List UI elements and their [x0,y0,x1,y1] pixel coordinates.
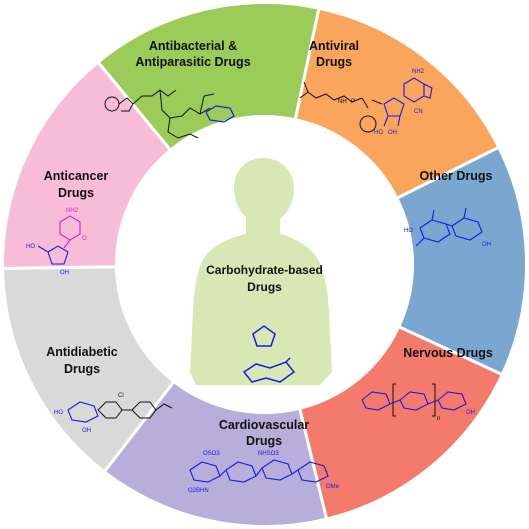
anticancer-o-label: O [82,236,87,242]
anticancer-oh-label: OH [60,270,69,276]
nervous-drugs-molecule [361,391,467,411]
nervous-n-label: n [437,416,440,422]
other-drugs-atom-labels: HO OH [404,228,491,248]
antibacterial-molecule [104,89,215,139]
antiviral-nh2-label: NH2 [412,69,425,75]
antibacterial-sugar-ring [205,105,235,123]
pyranose-ring-icon [242,357,296,383]
nervous-brackets [392,383,436,417]
anticancer-nh2-label: NH2 [66,208,79,214]
antidiabetic-cl-label: Cl [118,393,124,399]
label-anticancer-line1: Anticancer [44,169,109,183]
cardio-o2bhn-label: O2BHN [188,488,209,494]
center-title-line2: Drugs [247,280,282,294]
cardio-nhso3-label: NHSO3 [258,451,279,457]
antidiabetic-ho-label: HO [54,410,63,416]
furanose-ring-icon [252,325,276,347]
label-antidiabetic-line1: Antidiabetic [46,345,118,359]
label-other-line1: Other Drugs [420,169,493,183]
antiviral-oh-label: OH [388,130,397,136]
antiviral-cn-label: CN [414,109,423,115]
center-title-line1: Carbohydrate-based [206,263,323,277]
antiviral-atom-labels: NH2 P NH CN OH HO [338,69,425,136]
antiviral-molecule [299,81,383,133]
cardio-ome-label: OMe [326,484,340,490]
antiviral-p-label: P [351,99,355,105]
label-antibacterial-line2: Antiparasitic Drugs [135,55,250,69]
label-cardiovascular-line1: Cardiovascular [219,418,309,432]
label-anticancer-line2: Drugs [58,186,94,200]
label-antiviral-line2: Drugs [316,55,352,69]
human-silhouette [190,158,332,385]
nervous-oh-label: OH [466,410,475,416]
cardiovascular-molecule [189,459,329,483]
antiviral-nh-label: NH [338,99,347,105]
segment-labels: Antibacterial & Antiparasitic Drugs Anti… [44,39,493,448]
antidiabetic-molecule: Cl HO OH [54,393,173,434]
other-ho-label: HO [404,228,413,234]
antidiabetic-oh-label: OH [82,428,91,434]
label-nervous-line1: Nervous Drugs [403,346,493,360]
cardio-oso3-label: OSO3 [203,451,220,457]
label-cardiovascular-line2: Drugs [246,434,282,448]
anticancer-ho-label: HO [26,244,35,250]
anticancer-molecule: NH2 O HO OH [26,208,87,276]
antiviral-nucleoside [383,77,433,127]
label-antibacterial-line1: Antibacterial & [149,39,237,53]
other-drugs-molecule [415,207,483,247]
label-antidiabetic-line2: Drugs [64,362,100,376]
antiviral-ho-label: HO [374,130,383,136]
cardiovascular-atom-labels: OSO3 O2BHN NHSO3 OMe [188,451,340,494]
other-oh-label: OH [482,242,491,248]
label-antiviral-line1: Antiviral [309,39,359,53]
